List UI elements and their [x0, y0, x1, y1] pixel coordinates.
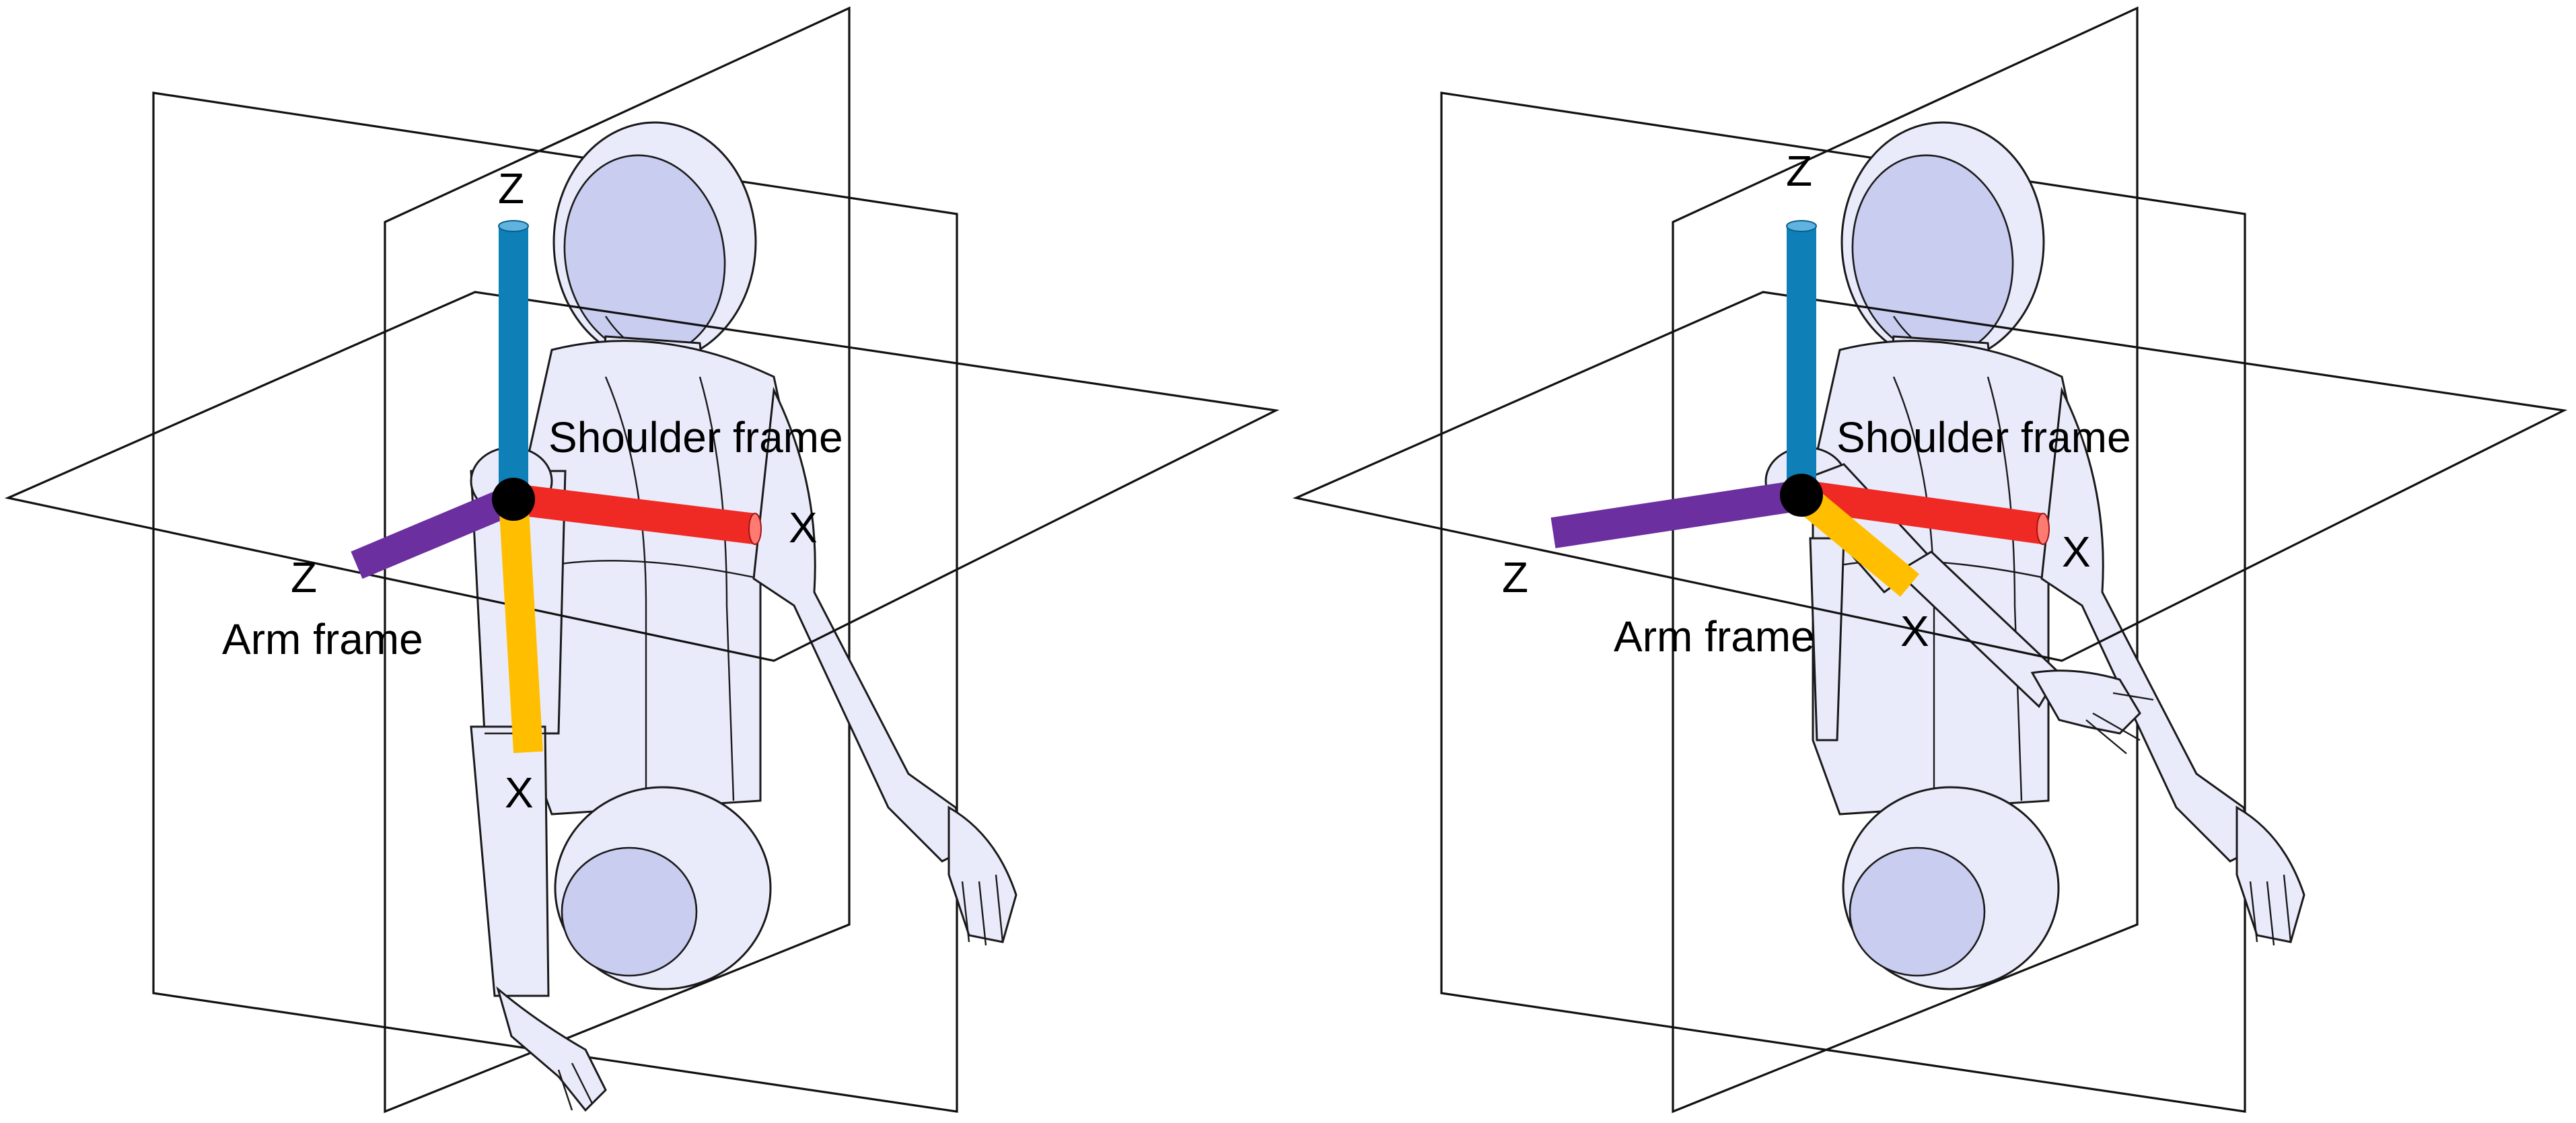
frame-origin — [1780, 474, 1823, 517]
shoulder-z-label: Z — [498, 164, 524, 213]
humanoid-robot — [1764, 121, 2305, 990]
arm-x-label: X — [505, 768, 534, 817]
shoulder-frame-axes — [498, 220, 762, 545]
panel-arm-down: Z Shoulder frame X Z Arm frame X — [4, 6, 1280, 1114]
arm-x-label: X — [1900, 607, 1929, 655]
arm-z-label: Z — [1502, 553, 1528, 602]
shoulder-x-axis — [1799, 480, 2046, 544]
shoulder-frame-label: Shoulder frame — [1836, 413, 2131, 462]
arm-frame-label: Arm frame — [222, 615, 423, 663]
arm-frame-axes — [351, 478, 543, 754]
panel-arm-raised: Z Shoulder frame X Z Arm frame X — [1292, 6, 2568, 1114]
arm-x-axis — [1791, 484, 1920, 597]
shoulder-x-label: X — [789, 503, 818, 552]
shoulder-frame-axes — [1786, 220, 2050, 545]
arm-x-axis — [499, 498, 543, 754]
sagittal-plane — [384, 6, 851, 1114]
shoulder-frame-label: Shoulder frame — [548, 413, 843, 462]
shoulder-x-axis-cap — [2036, 513, 2050, 545]
shoulder-z-label: Z — [1786, 147, 1812, 195]
arm-z-axis — [351, 485, 520, 579]
shoulder-x-axis-cap — [748, 513, 762, 545]
arm-frame-axes — [1550, 474, 1920, 597]
arm-z-axis — [1550, 480, 1804, 548]
arm-z-label: Z — [291, 553, 317, 602]
sagittal-plane — [1672, 6, 2139, 1114]
transverse-plane — [1292, 291, 2568, 662]
arm-frame-label: Arm frame — [1614, 612, 1815, 661]
shoulder-z-axis-cap — [498, 220, 529, 232]
shoulder-z-axis-cap — [1786, 220, 1817, 232]
humanoid-robot — [470, 121, 1017, 1112]
frame-origin — [492, 478, 535, 521]
shoulder-x-axis — [511, 484, 757, 544]
shoulder-x-label: X — [2062, 528, 2091, 576]
